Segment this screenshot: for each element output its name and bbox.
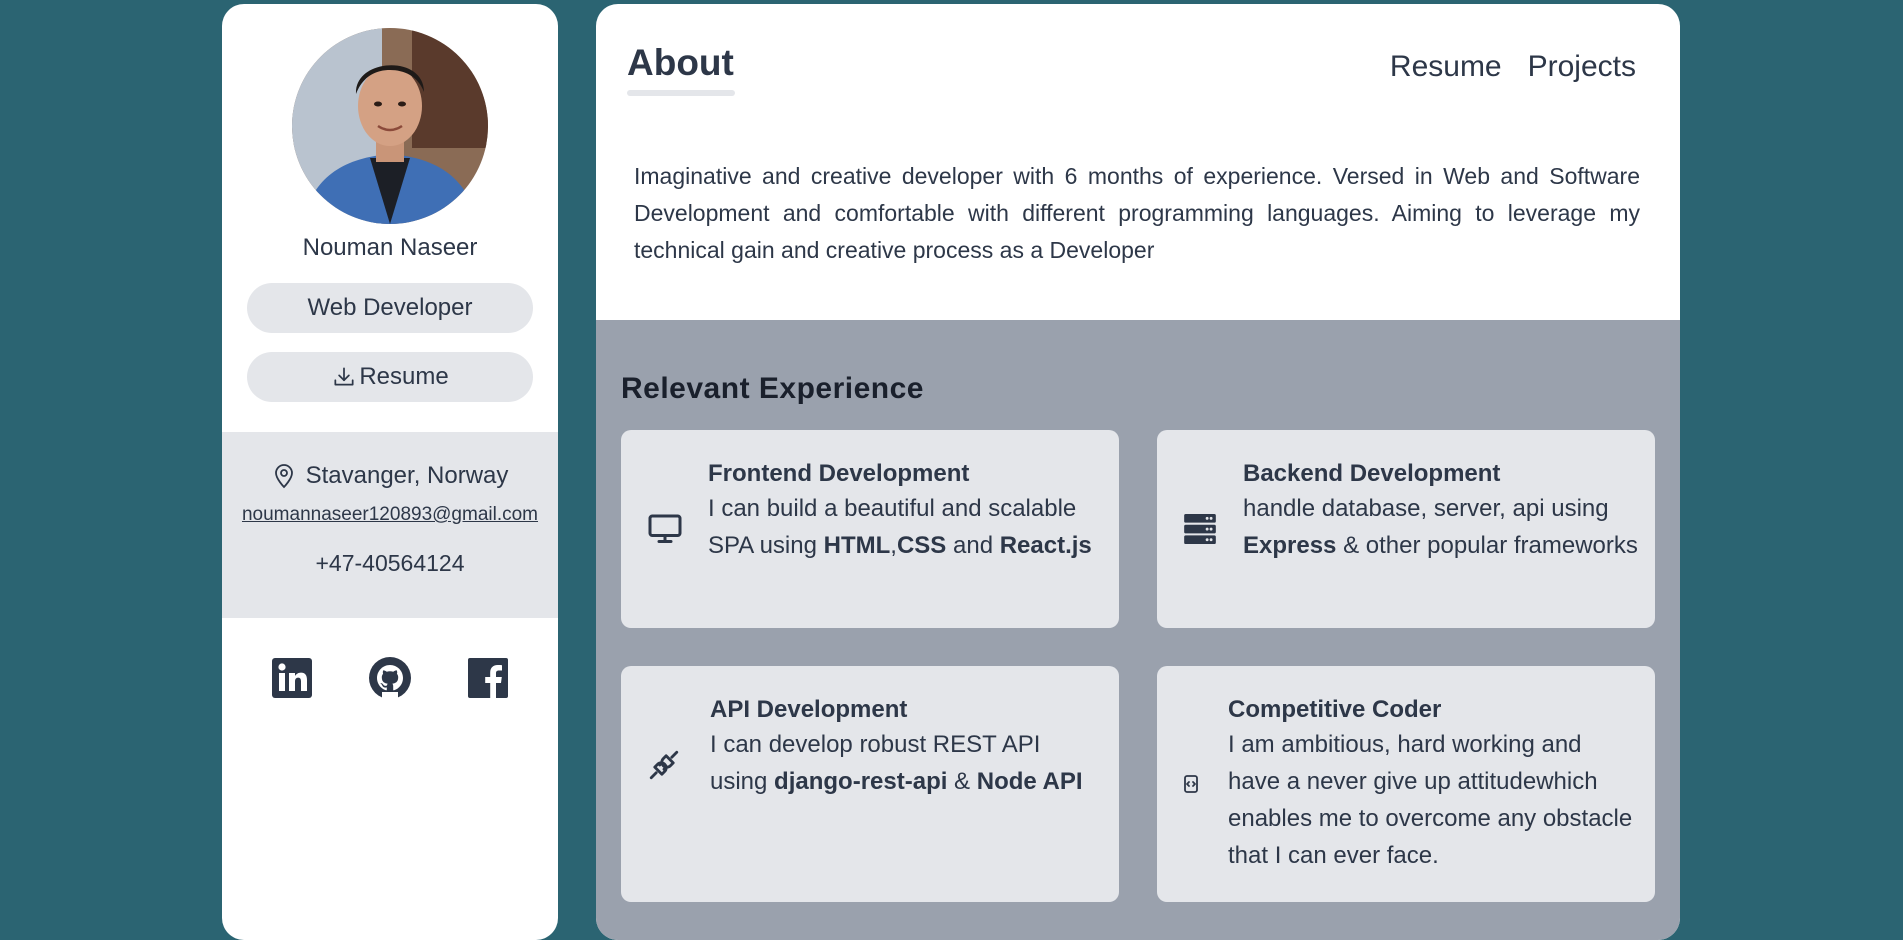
about-text: Imaginative and creative developer with …	[634, 163, 1640, 263]
download-icon	[334, 367, 354, 386]
github-icon	[369, 657, 411, 700]
phone-number: +47-40564124	[315, 550, 465, 576]
linkedin-icon	[272, 658, 312, 698]
experience-card-frontend: Frontend Development I can build a beaut…	[621, 430, 1119, 628]
title-underline	[627, 90, 735, 96]
location: Stavanger, Norway	[222, 462, 558, 490]
card-title: API Development	[710, 696, 908, 723]
card-description: I am ambitious, hard working and have a …	[1228, 731, 1633, 869]
location-text: Stavanger, Norway	[305, 462, 509, 489]
profile-sidebar: Nouman Naseer Web Developer Resume Stava…	[222, 4, 558, 940]
card-title: Frontend Development	[708, 460, 970, 487]
profile-photo	[292, 28, 488, 224]
monitor-icon	[647, 510, 683, 546]
nav-projects[interactable]: Projects	[1527, 50, 1636, 83]
top-nav: Resume Projects	[1390, 50, 1636, 84]
server-icon	[1181, 510, 1219, 548]
email-link[interactable]: noumannaseer120893@gmail.com	[241, 504, 539, 525]
role-badge[interactable]: Web Developer	[247, 283, 533, 333]
card-title: Competitive Coder	[1228, 696, 1442, 723]
experience-section: Relevant Experience Frontend Development…	[596, 320, 1680, 940]
profile-name: Nouman Naseer	[302, 234, 478, 261]
card-title: Backend Development	[1243, 460, 1501, 487]
download-resume-button[interactable]: Resume	[247, 352, 533, 402]
code-icon	[1183, 774, 1199, 794]
card-description: I can develop robust REST API using djan…	[710, 731, 1083, 795]
linkedin-link[interactable]	[270, 656, 314, 700]
role-label: Web Developer	[307, 294, 473, 321]
page-title: About	[627, 42, 734, 83]
github-link[interactable]	[368, 656, 412, 700]
facebook-icon	[468, 658, 508, 698]
resume-button-label: Resume	[359, 363, 449, 390]
card-description: I can build a beautiful and scalable SPA…	[708, 495, 1092, 559]
card-description: handle database, server, api using Expre…	[1243, 495, 1638, 559]
main-panel: About Resume Projects Imaginative and cr…	[596, 4, 1680, 940]
social-links	[222, 656, 558, 700]
facebook-link[interactable]	[466, 656, 510, 700]
nav-resume[interactable]: Resume	[1389, 50, 1502, 83]
avatar	[292, 28, 488, 224]
contact-info: Stavanger, Norway noumannaseer120893@gma…	[222, 432, 558, 618]
experience-title: Relevant Experience	[621, 372, 924, 405]
experience-card-competitive: Competitive Coder I am ambitious, hard w…	[1157, 666, 1655, 902]
experience-card-api: API Development I can develop robust RES…	[621, 666, 1119, 902]
plug-icon	[647, 748, 681, 782]
experience-card-backend: Backend Development handle database, ser…	[1157, 430, 1655, 628]
map-pin-icon	[274, 464, 293, 489]
